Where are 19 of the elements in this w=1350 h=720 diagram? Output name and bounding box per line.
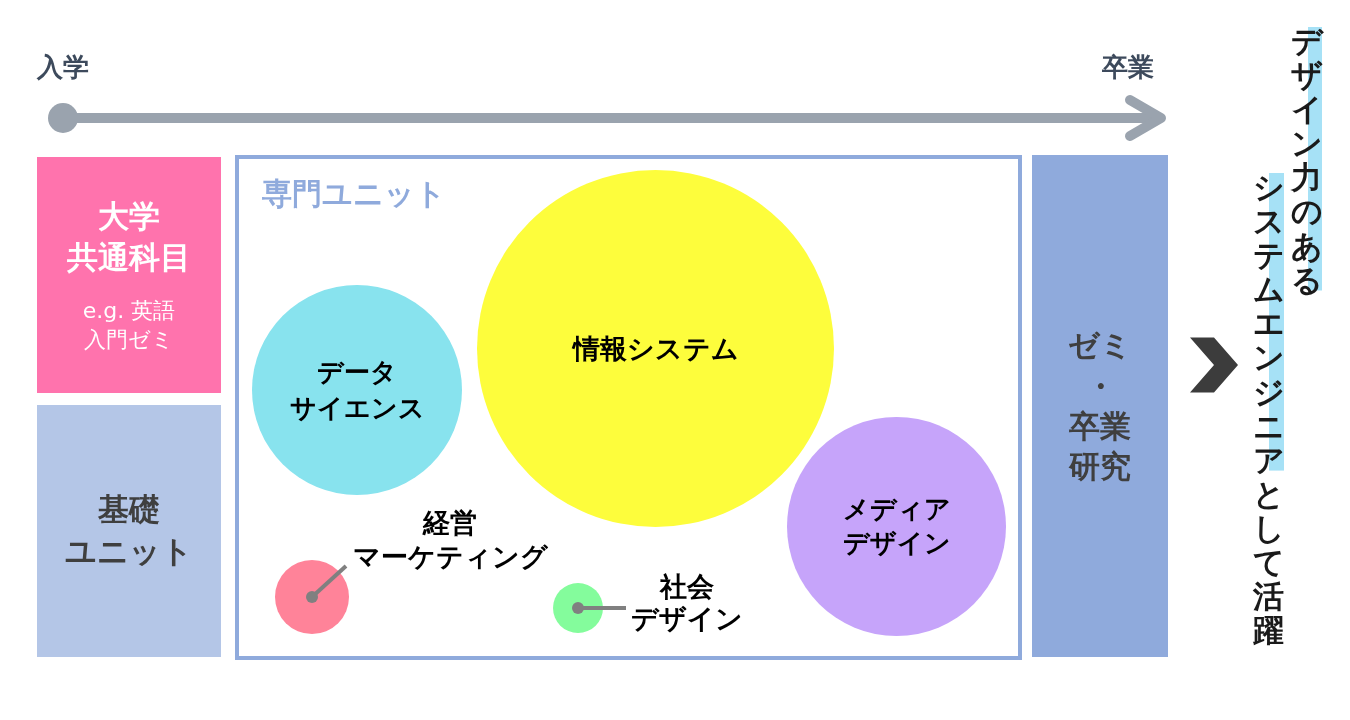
unit-frame <box>235 155 1022 660</box>
highlighted-tagline: デザイン力のある <box>1291 24 1322 297</box>
box-heading: ゼミ・卒業研究 <box>1068 326 1132 487</box>
seminar-box <box>1032 155 1168 657</box>
topic-label: 社会デザイン <box>626 571 748 635</box>
unit-box <box>37 405 221 657</box>
chevron-arrow <box>1190 337 1238 393</box>
box-note: e.g. 英語入門ゼミ <box>82 297 176 354</box>
circle-label: データサイエンス <box>289 355 425 425</box>
timeline-label: 卒業 <box>1102 54 1154 80</box>
circle-label: メディアデザイン <box>842 492 951 560</box>
circle-label: 情報システム <box>572 331 739 366</box>
topic-label: 経営マーケティング <box>346 506 554 574</box>
box-heading: 大学共通科目 <box>67 196 191 278</box>
frame-title: 専門ユニット <box>262 176 446 212</box>
box-heading: 基礎ユニット <box>65 490 193 571</box>
highlighted-tagline: システムエンジニアとして活躍 <box>1253 170 1284 648</box>
timeline-label: 入学 <box>37 54 89 80</box>
course-box <box>37 157 221 393</box>
